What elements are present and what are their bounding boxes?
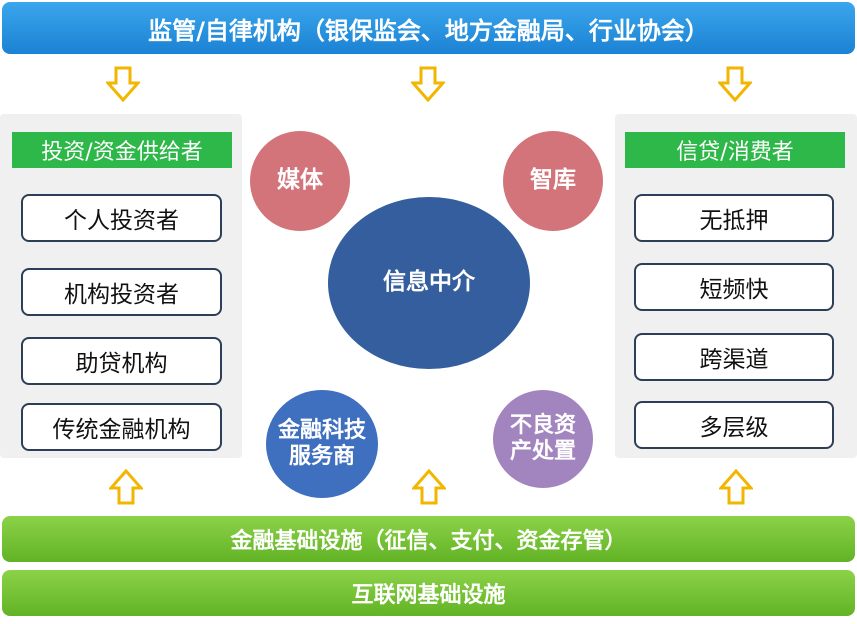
npa-disposal-label-line2: 产处置 xyxy=(509,439,576,464)
npa-disposal-circle: 不良资 产处置 xyxy=(493,390,593,488)
list-item: 多层级 xyxy=(634,401,834,449)
down-arrow-icon xyxy=(411,66,445,102)
list-item: 跨渠道 xyxy=(634,333,834,381)
up-arrow-icon xyxy=(109,469,143,505)
consumer-panel-title: 信贷/消费者 xyxy=(625,132,845,168)
regulator-bar: 监管/自律机构（银保监会、地方金融局、行业协会） xyxy=(2,2,855,54)
down-arrow-icon xyxy=(718,66,752,102)
internet-infrastructure-bar: 互联网基础设施 xyxy=(2,570,855,616)
think-tank-circle: 智库 xyxy=(503,131,603,231)
list-item: 助贷机构 xyxy=(21,337,222,385)
fintech-provider-label-line1: 金融科技 xyxy=(277,417,366,443)
npa-disposal-label-line1: 不良资 xyxy=(509,412,576,438)
fintech-provider-circle: 金融科技 服务商 xyxy=(266,390,378,498)
list-item: 无抵押 xyxy=(634,194,834,242)
list-item: 机构投资者 xyxy=(21,268,222,316)
list-item: 个人投资者 xyxy=(21,194,222,242)
fintech-provider-label-line2: 服务商 xyxy=(288,444,355,469)
financial-infrastructure-bar: 金融基础设施（征信、支付、资金存管） xyxy=(2,516,855,562)
investor-panel-title: 投资/资金供给者 xyxy=(12,132,232,168)
list-item: 传统金融机构 xyxy=(21,403,222,451)
up-arrow-icon xyxy=(412,469,446,505)
down-arrow-icon xyxy=(106,66,140,102)
info-intermediary-circle: 信息中介 xyxy=(328,197,530,369)
media-circle: 媒体 xyxy=(250,131,350,231)
up-arrow-icon xyxy=(719,469,753,505)
list-item: 短频快 xyxy=(634,263,834,311)
